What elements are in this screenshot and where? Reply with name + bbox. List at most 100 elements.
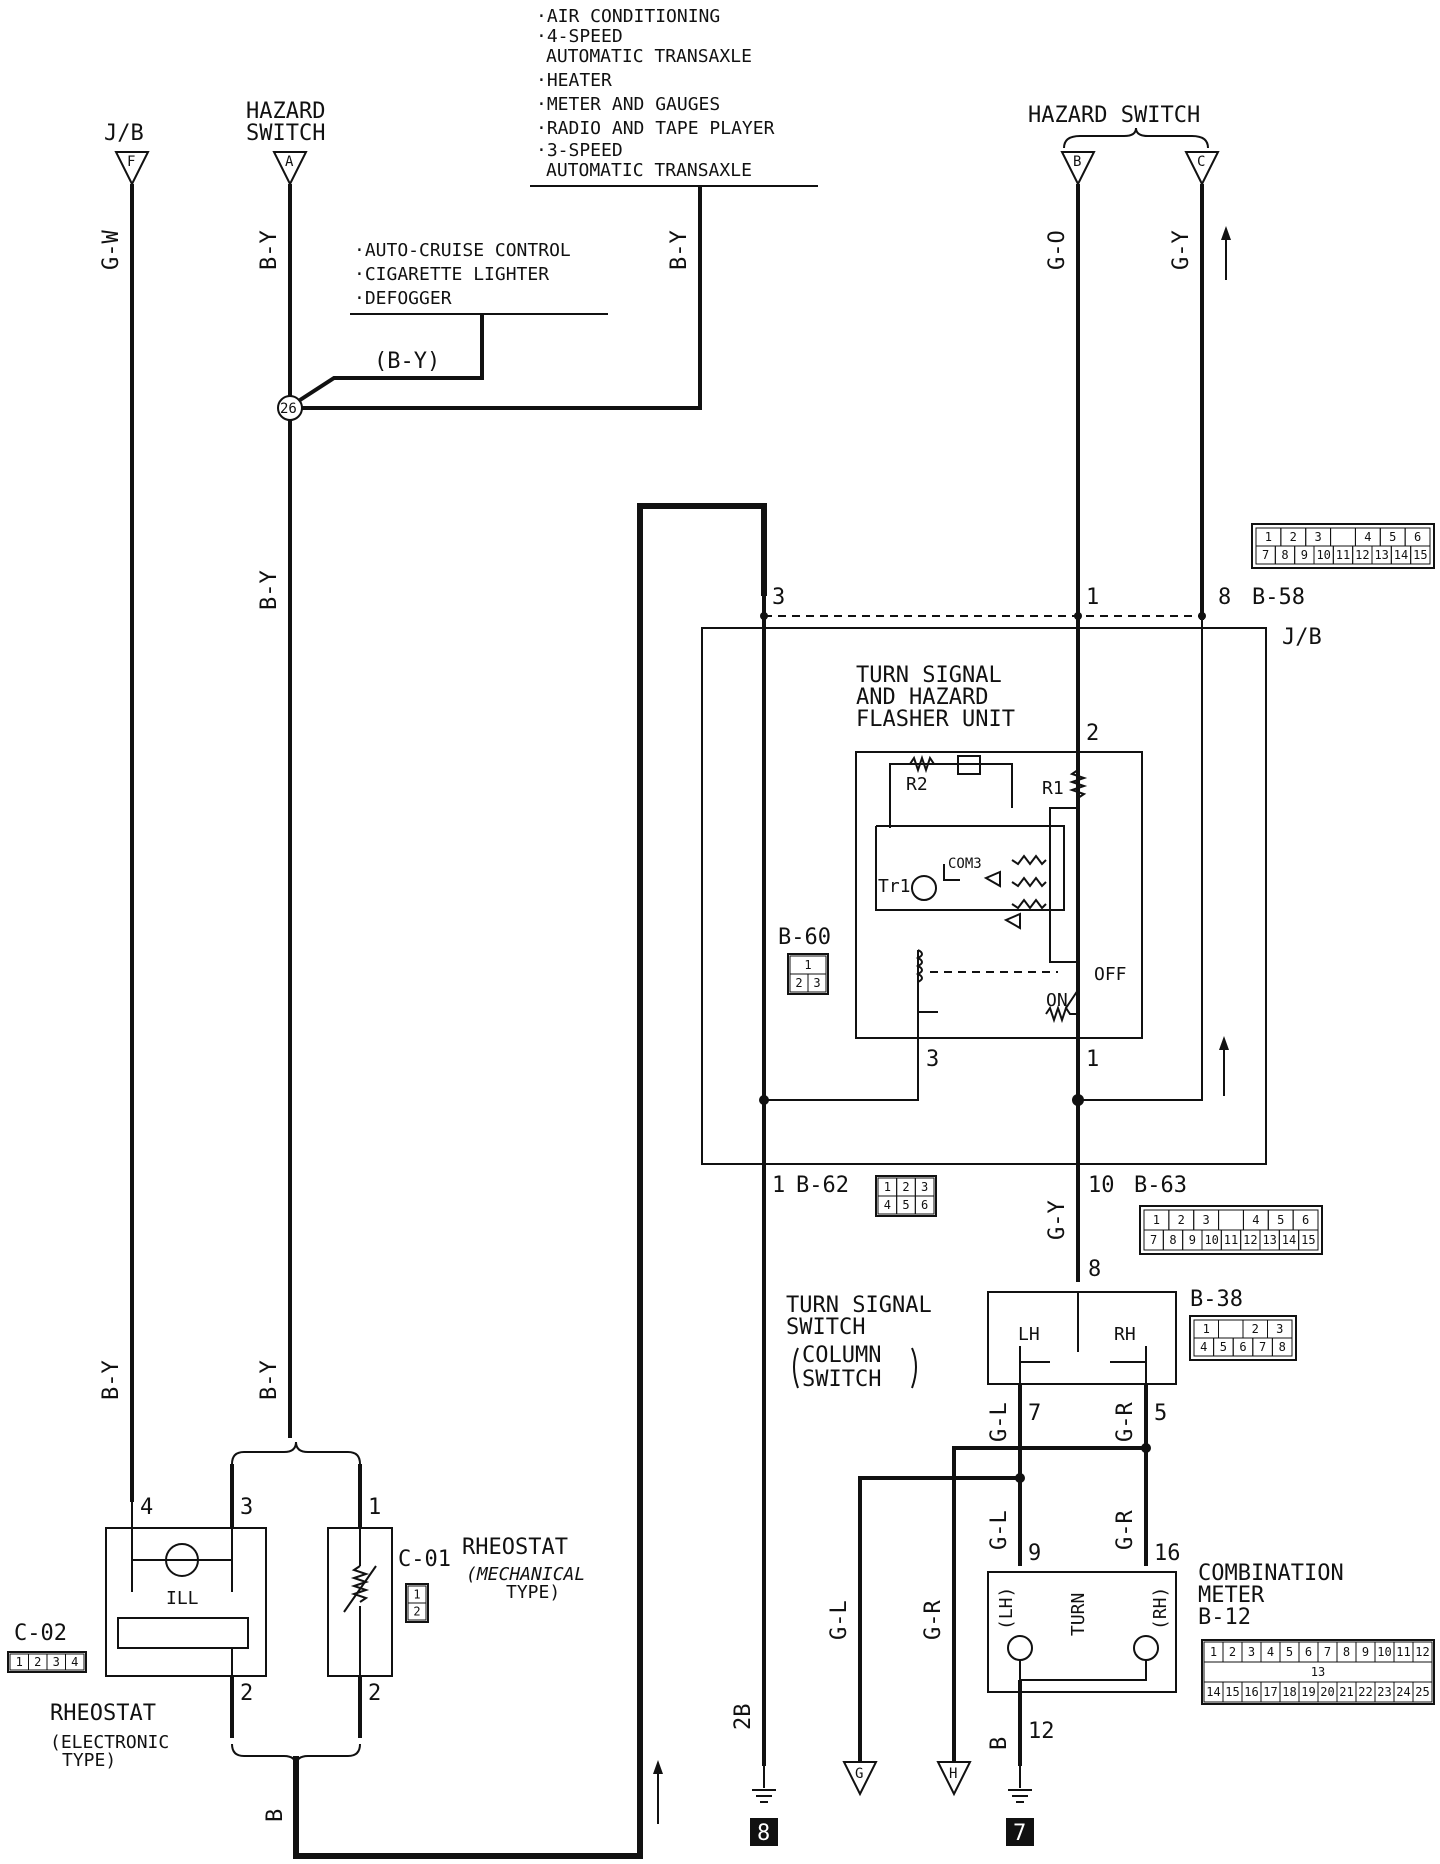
- connector-pin-number: 14: [1206, 1685, 1220, 1699]
- pin-8-b58: 8: [1218, 585, 1231, 610]
- pin-12: 12: [1028, 1719, 1055, 1744]
- option-4: ·HEATER: [536, 70, 612, 91]
- option-6: ·RADIO AND TAPE PLAYER: [536, 118, 775, 139]
- options-mid-list: ·AUTO-CRUISE CONTROL ·CIGARETTE LIGHTER …: [350, 240, 608, 315]
- pin-8-switch: 8: [1088, 1257, 1101, 1282]
- connector-pin-number: 5: [1389, 530, 1396, 544]
- connector-pin-number: 6: [1302, 1213, 1309, 1227]
- terminal-g-label: G: [855, 1766, 863, 1782]
- connector-pin-cell: [1412, 1681, 1433, 1703]
- b38-label: B-38: [1190, 1287, 1243, 1312]
- pin-16: 16: [1154, 1541, 1181, 1566]
- flasher-title-3: FLASHER UNIT: [856, 707, 1015, 732]
- pin-10-b63: 10: [1088, 1173, 1115, 1198]
- connector-pin-number: 3: [921, 1180, 928, 1194]
- connector-pin-number: 11: [1224, 1233, 1238, 1247]
- flasher-pin-1: 1: [1086, 1047, 1099, 1072]
- connector-pin-cell: [65, 1653, 85, 1671]
- ill-lamp-icon: [165, 1543, 199, 1577]
- connector-pin-number: 5: [1286, 1645, 1293, 1659]
- connector-pin-number: 17: [1263, 1685, 1277, 1699]
- connector-pin-number: 13: [1262, 1233, 1276, 1247]
- option-1: ·AIR CONDITIONING: [536, 6, 720, 27]
- rheostat-mech-type-2: TYPE): [506, 1582, 560, 1603]
- connector-pin-number: 6: [921, 1198, 928, 1212]
- c02-label: C-02: [14, 1621, 67, 1646]
- pin-3-top: 3: [772, 585, 785, 610]
- connector-pin-number: 16: [1244, 1685, 1258, 1699]
- rheostat-mech-label: RHEOSTAT: [462, 1535, 568, 1560]
- wire-b-label-rheo: B: [263, 1809, 288, 1822]
- flasher-tr1: Tr1: [878, 876, 911, 897]
- connector-pin-number: 2: [34, 1655, 41, 1669]
- flasher-on: ON: [1046, 990, 1068, 1011]
- rheostat-elec-type-2: TYPE): [62, 1750, 116, 1771]
- turn-switch-sub-2: SWITCH: [802, 1367, 881, 1392]
- connector-pin-number: 2: [1290, 530, 1297, 544]
- turn-switch-title-1: TURN SIGNAL: [786, 1293, 932, 1318]
- connector-pin-number: 5: [902, 1198, 909, 1212]
- connector-pin-number: 7: [1324, 1645, 1331, 1659]
- connector-pin-number: 3: [53, 1655, 60, 1669]
- pin-9: 9: [1028, 1541, 1041, 1566]
- connector-pin-number: 2: [795, 976, 802, 990]
- connector-pin-cell: [1410, 545, 1431, 565]
- combination-meter: (LH) TURN (RH): [987, 1571, 1177, 1766]
- connector-pin-number: 8: [1169, 1233, 1176, 1247]
- connector-pin-number: 2: [1229, 1645, 1236, 1659]
- option-mid-2: ·CIGARETTE LIGHTER: [354, 264, 549, 285]
- wire-gl-label-3: G-L: [987, 1510, 1012, 1550]
- connector-pin-number: 5: [1277, 1213, 1284, 1227]
- connector-pin-number: 19: [1301, 1685, 1315, 1699]
- pin-5: 5: [1154, 1401, 1167, 1426]
- wire-by-label-1: B-Y: [257, 230, 282, 270]
- connector-pin-number: 8: [1281, 548, 1288, 562]
- hazard-switch-label-1: HAZARD: [246, 99, 325, 124]
- ground-8: 8: [750, 1766, 778, 1846]
- jb-pin-f: F: [127, 154, 135, 170]
- wire-go-label: G-O: [1045, 230, 1070, 270]
- connector-pin-number: 3: [1315, 530, 1322, 544]
- connector-pin-number: 15: [1225, 1685, 1239, 1699]
- connector-pin-number: 11: [1396, 1645, 1410, 1659]
- connector-pin-number: 1: [1210, 1645, 1217, 1659]
- connector-pin-number: 4: [71, 1655, 78, 1669]
- connector-pin-number: 2: [1178, 1213, 1185, 1227]
- connector-pin-number: 1: [884, 1180, 891, 1194]
- wire-by-label-2: B-Y: [257, 570, 282, 610]
- connector-pin-number: 25: [1415, 1685, 1429, 1699]
- b58-label: B-58: [1252, 585, 1305, 610]
- connector-pin-cell: [1218, 1319, 1244, 1339]
- options-top-list: ·AIR CONDITIONING ·4-SPEED AUTOMATIC TRA…: [530, 6, 818, 187]
- connector-pin-number: 4: [1267, 1645, 1274, 1659]
- pin-3-elec: 3: [240, 1495, 253, 1520]
- connector-pin-number: 9: [1362, 1645, 1369, 1659]
- connector-pin-number: 14: [1282, 1233, 1296, 1247]
- connector-pin-number: 12: [1355, 548, 1369, 562]
- connector-pin-number: 1: [804, 958, 811, 972]
- connector-pin-number: 21: [1339, 1685, 1353, 1699]
- connector-pin-number: 6: [1414, 530, 1421, 544]
- wire-gr-label-2: G-R: [921, 1600, 946, 1640]
- wire-gw-label: G-W: [99, 230, 124, 270]
- wire-b-label-meter: B: [987, 1737, 1012, 1750]
- connector-pin-number: 12: [1415, 1645, 1429, 1659]
- terminal-h: [936, 1761, 972, 1797]
- jb-box-label: J/B: [1282, 625, 1322, 650]
- ground-7: 7: [1006, 1766, 1034, 1846]
- meter-rh: (RH): [1150, 1587, 1171, 1630]
- jb-box: [701, 627, 1267, 1165]
- connector-pin-number: 8: [1343, 1645, 1350, 1659]
- connector-pin-number: 10: [1316, 548, 1330, 562]
- connector-pin-number: 13: [1374, 548, 1388, 562]
- rheostat-mechanical: [327, 1527, 393, 1677]
- connector-pin-number: 9: [1189, 1233, 1196, 1247]
- connector-pin-number: 7: [1259, 1340, 1266, 1354]
- wire-2b-label: 2B: [731, 1704, 756, 1731]
- turn-switch-lh: LH: [1018, 1324, 1040, 1345]
- turn-switch-sub-1: COLUMN: [802, 1343, 881, 1368]
- rheostat-elec-type-1: (ELECTRONIC: [50, 1732, 169, 1753]
- option-5: ·METER AND GAUGES: [536, 94, 720, 115]
